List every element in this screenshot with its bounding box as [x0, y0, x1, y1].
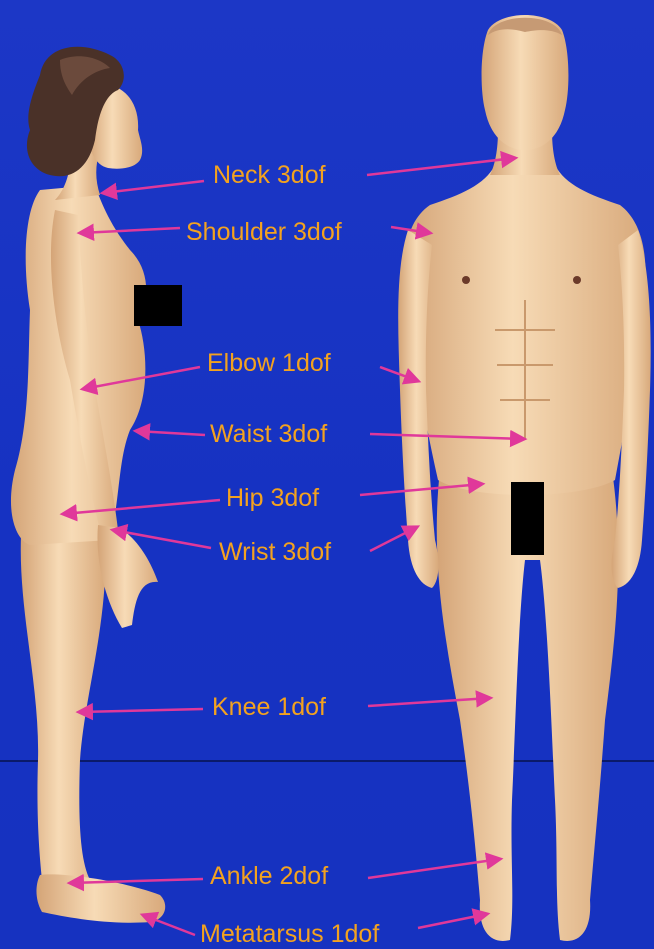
male-chest-detail-left	[462, 276, 470, 284]
male-chest-detail-right	[573, 276, 581, 284]
male-figure-front-view	[398, 15, 650, 941]
metatarsus-arrow-right	[418, 914, 487, 928]
metatarsus-label: Metatarsus 1dof	[200, 922, 379, 947]
knee-arrow-left	[79, 709, 203, 712]
ankle-label: Ankle 2dof	[210, 864, 328, 889]
male-censor-bar	[511, 482, 544, 555]
female-hand	[97, 525, 158, 628]
metatarsus-arrow-left	[143, 915, 195, 935]
female-censor-bar	[134, 285, 182, 326]
waist-label: Waist 3dof	[210, 422, 327, 447]
male-head	[482, 15, 569, 150]
shoulder-label: Shoulder 3dof	[186, 220, 342, 245]
female-legs	[21, 520, 106, 880]
neck-arrow-left	[103, 181, 204, 193]
female-figure-side-view	[11, 47, 182, 923]
waist-arrow-left	[136, 431, 205, 435]
neck-label: Neck 3dof	[213, 163, 326, 188]
elbow-label: Elbow 1dof	[207, 351, 331, 376]
hip-label: Hip 3dof	[226, 486, 319, 511]
knee-label: Knee 1dof	[212, 695, 326, 720]
wrist-label: Wrist 3dof	[219, 540, 331, 565]
